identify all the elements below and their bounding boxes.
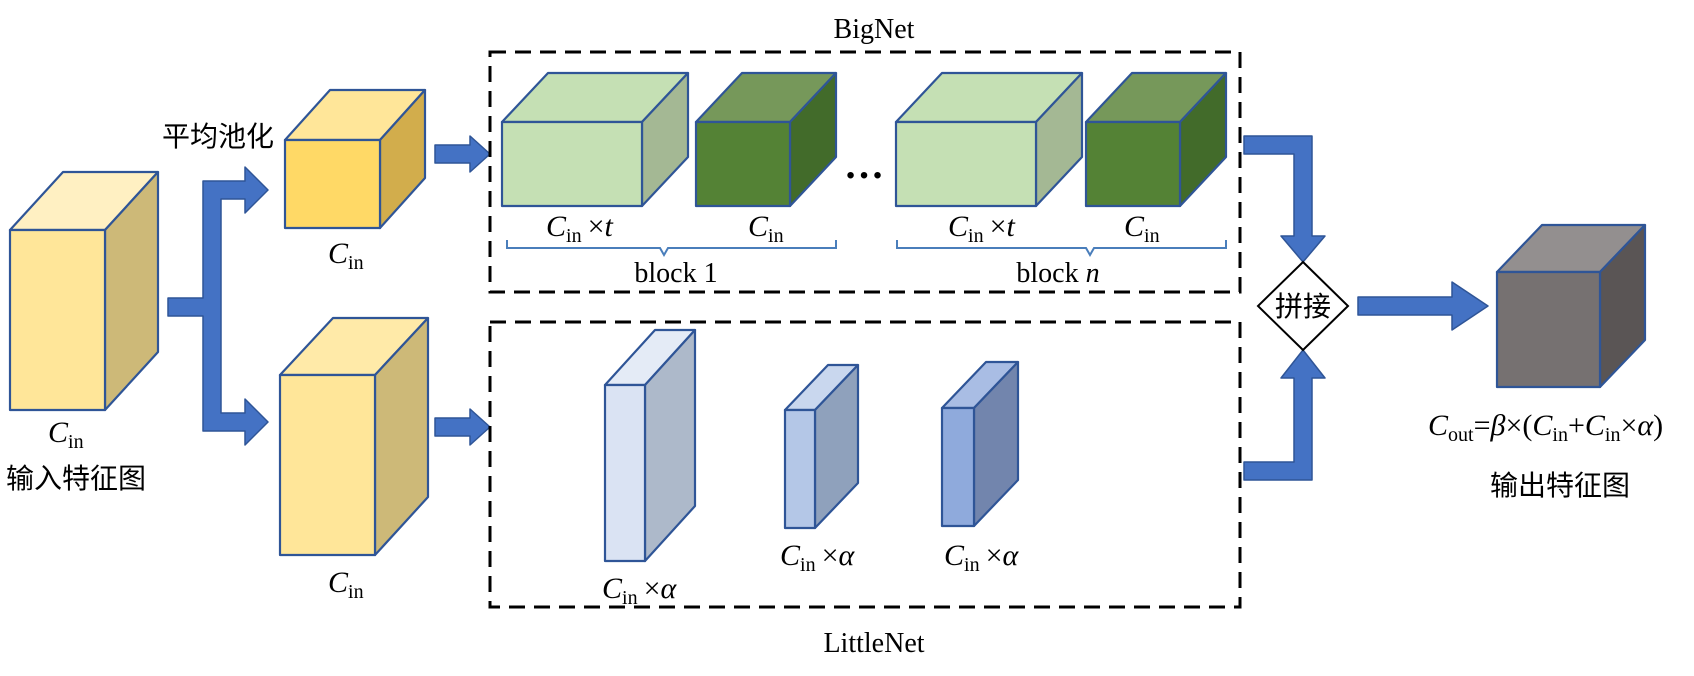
arrow-bignet-to-concat xyxy=(1243,135,1326,263)
arrow-into-bignet xyxy=(434,135,491,173)
input-channel-label: Cin xyxy=(48,416,84,453)
bignet-box xyxy=(488,50,1242,294)
output-feature-map-cube xyxy=(1495,223,1647,389)
input-copy-cube xyxy=(278,316,430,557)
bignet-block1-project-cube xyxy=(694,71,838,208)
blockn-project-label: Cin xyxy=(1124,210,1160,247)
input-cube-front xyxy=(8,228,107,412)
concat-label: 拼接 xyxy=(1275,290,1331,323)
littlenet-cube2-label: Cin×α xyxy=(780,539,856,576)
littlenet-title: LittleNet xyxy=(823,628,924,659)
blockn-brace xyxy=(896,240,1227,258)
blockn-expand-label: Cin×t xyxy=(948,210,1016,247)
littlenet-cube3-label: Cin×α xyxy=(944,539,1020,576)
block1-expand-label: Cin×t xyxy=(546,210,614,247)
arrow-into-littlenet xyxy=(434,408,491,446)
littlenet-cube1-label: Cin×α xyxy=(602,572,678,609)
pooled-channel-label: Cin xyxy=(328,237,364,274)
ellipsis: … xyxy=(844,142,884,187)
littlenet-cube-1 xyxy=(603,328,697,563)
bignet-blockn-expand-cube xyxy=(894,71,1084,208)
arrow-littlenet-to-concat xyxy=(1243,349,1326,481)
block1-label: block 1 xyxy=(634,258,717,289)
input-feature-map-cube xyxy=(8,170,160,412)
input-caption: 输入特征图 xyxy=(6,462,146,495)
littlenet-box xyxy=(488,320,1242,609)
arrow-concat-to-output xyxy=(1357,281,1489,331)
block1-brace xyxy=(506,240,837,258)
output-channel-formula: Cout=β×(Cin+Cin×α) xyxy=(1428,409,1663,446)
output-caption: 输出特征图 xyxy=(1490,469,1630,502)
bignet-block1-expand-cube xyxy=(500,71,690,208)
bignet-blockn-project-cube xyxy=(1084,71,1228,208)
littlenet-cube-2 xyxy=(783,363,860,530)
avg-pool-label: 平均池化 xyxy=(162,120,274,153)
block1-project-label: Cin xyxy=(748,210,784,247)
littlenet-cube-3 xyxy=(940,360,1020,528)
blockn-label: block n xyxy=(1016,258,1099,289)
input-copy-channel-label: Cin xyxy=(328,566,364,603)
pooled-cube xyxy=(283,88,427,230)
split-arrow-clean xyxy=(167,166,269,446)
bignet-title: BigNet xyxy=(834,14,915,45)
concat-node xyxy=(1256,260,1350,352)
